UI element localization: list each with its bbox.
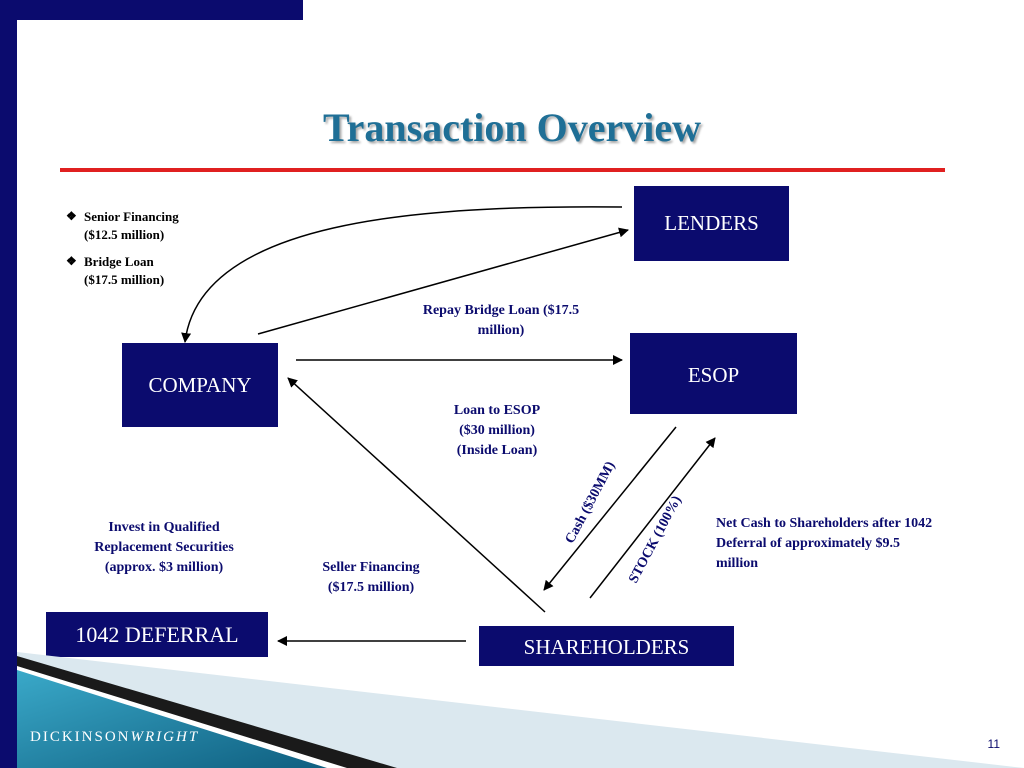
logo-text: WRIGHT xyxy=(130,729,200,745)
esop-box: ESOP xyxy=(630,333,797,414)
bullet-line: ($12.5 million) xyxy=(84,227,165,242)
seller-financing-label: Seller Financing ($17.5 million) xyxy=(296,558,446,598)
footer-wedge xyxy=(17,652,1024,768)
label-line: Invest in Qualified xyxy=(108,520,220,535)
shareholders-label: SHAREHOLDERS xyxy=(523,635,690,659)
arrow-esop-to-shareholders xyxy=(543,426,677,591)
net-cash-label: Net Cash to Shareholders after 1042 Defe… xyxy=(716,514,996,574)
bullet-item: ❖ Bridge Loan ($17.5 million) xyxy=(66,253,179,289)
label-line: ($17.5 million) xyxy=(327,580,415,595)
lenders-label: LENDERS xyxy=(664,211,759,235)
arrow-shareholders-to-esop xyxy=(589,437,716,599)
label-line: Repay Bridge Loan ($17.5 xyxy=(422,303,580,318)
bullet-line: Bridge Loan xyxy=(84,254,154,269)
arrow-lenders-to-company xyxy=(181,206,623,343)
label-line: Replacement Securities xyxy=(94,540,234,555)
title-underline xyxy=(60,168,945,172)
label-line: million) xyxy=(477,323,525,338)
shareholders-box: SHAREHOLDERS xyxy=(479,626,734,666)
arrow-company-to-lenders xyxy=(257,227,629,335)
financing-bullets: ❖ Senior Financing ($12.5 million) ❖ Bri… xyxy=(66,208,179,298)
label-line: million xyxy=(716,556,759,571)
esop-label: ESOP xyxy=(687,363,740,387)
company-box: COMPANY xyxy=(122,343,278,427)
logo-text: DICKINSON xyxy=(30,729,131,745)
top-accent-bar xyxy=(0,0,303,20)
label-line: Deferral of approximately $9.5 xyxy=(716,536,901,551)
arrow-shareholders-to-company xyxy=(287,377,546,613)
label-line: (approx. $3 million) xyxy=(104,560,224,575)
dickinson-wright-logo: DICKINSONWRIGHT xyxy=(30,724,199,747)
repay-bridge-loan-label: Repay Bridge Loan ($17.5 million) xyxy=(396,301,606,341)
deferral-box: 1042 DEFERRAL xyxy=(46,612,268,657)
diamond-bullet-icon: ❖ xyxy=(66,254,77,268)
bullet-line: ($17.5 million) xyxy=(84,272,165,287)
label-line: Net Cash to Shareholders after 1042 xyxy=(716,516,933,531)
slide-title: Transaction Overview xyxy=(322,105,702,150)
deferral-label: 1042 DEFERRAL xyxy=(75,621,239,647)
label-line: Loan to ESOP xyxy=(453,403,541,418)
loan-to-esop-label: Loan to ESOP ($30 million) (Inside Loan) xyxy=(417,401,577,461)
label-line: ($30 million) xyxy=(459,423,535,438)
invest-securities-label: Invest in Qualified Replacement Securiti… xyxy=(64,518,264,578)
diamond-bullet-icon: ❖ xyxy=(66,209,77,223)
label-line: (Inside Loan) xyxy=(456,443,538,458)
left-accent-bar xyxy=(0,0,17,768)
page-number: 11 xyxy=(987,737,1000,751)
company-label: COMPANY xyxy=(148,372,252,397)
label-line: Seller Financing xyxy=(322,560,420,575)
bullet-line: Senior Financing xyxy=(84,209,179,224)
bullet-item: ❖ Senior Financing ($12.5 million) xyxy=(66,208,179,244)
lenders-box: LENDERS xyxy=(634,186,789,261)
